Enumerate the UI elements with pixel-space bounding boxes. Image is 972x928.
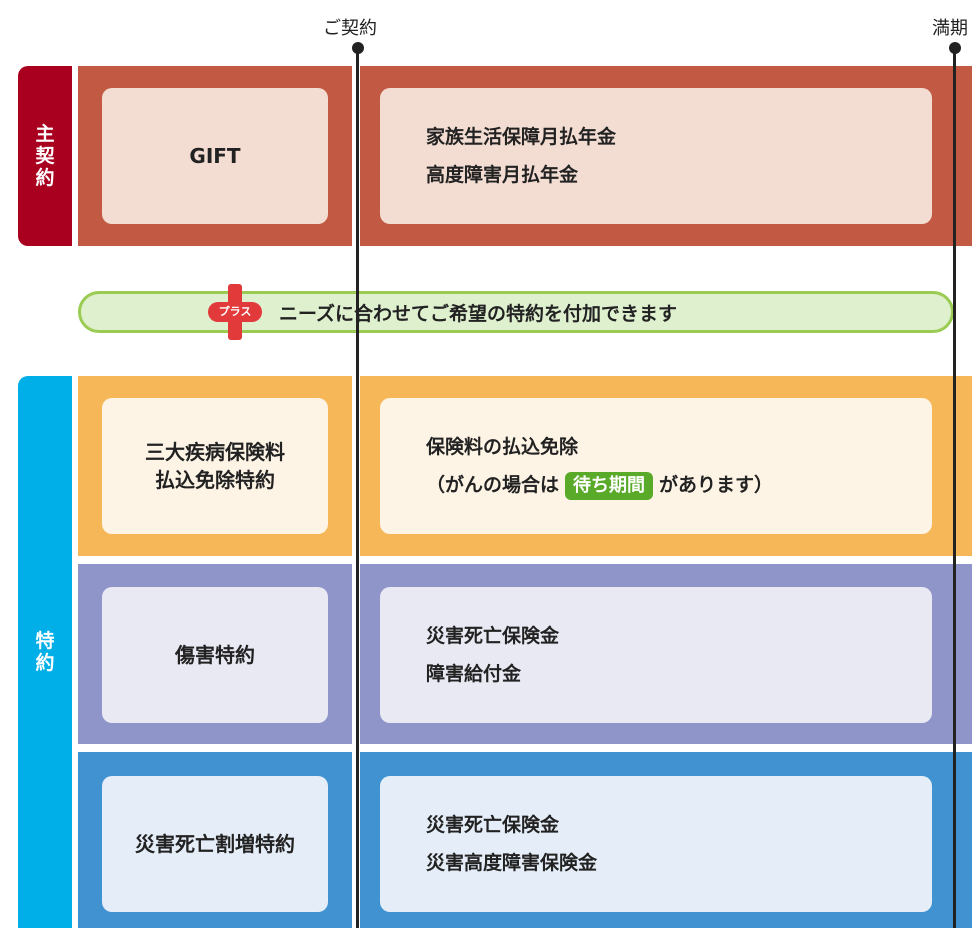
riders-tab-label: 特約 [35, 630, 55, 674]
rider-2-name: 傷害特約 [175, 643, 255, 667]
rider-1-benefit-2-post: があります） [659, 474, 774, 496]
maturity-line [953, 50, 956, 928]
rider-1-benefit-1: 保険料の払込免除 [426, 436, 579, 458]
rider-1-name-line-1: 三大疾病保険料 [145, 440, 285, 464]
rider-1-benefit-2-pre: （がんの場合は [426, 474, 560, 496]
rider-1-benefits-box: 保険料の払込免除 （がんの場合は待ち期間があります） [380, 398, 932, 534]
main-contract-name: GIFT [189, 144, 241, 168]
main-contract-benefits-box: 家族生活保障月払年金 高度障害月払年金 [380, 88, 932, 224]
rider-2-benefits-box: 災害死亡保険金 障害給付金 [380, 587, 932, 723]
contract-start-label: ご契約 [323, 18, 377, 39]
rider-1-benefit-2: （がんの場合は待ち期間があります） [426, 466, 773, 504]
rider-2-name-box: 傷害特約 [102, 587, 328, 723]
rider-2-benefit-1: 災害死亡保険金 [426, 625, 560, 647]
rider-2-benefit-2: 障害給付金 [426, 663, 522, 685]
rider-1-name-box: 三大疾病保険料 払込免除特約 [102, 398, 328, 534]
rider-3-benefit-2: 災害高度障害保険金 [426, 852, 598, 874]
waiting-period-badge: 待ち期間 [565, 472, 654, 500]
contract-start-marker [352, 42, 364, 54]
plus-banner-text: ニーズに合わせてご希望の特約を付加できます [279, 303, 678, 325]
rider-3-benefit-1: 災害死亡保険金 [426, 814, 560, 836]
main-contract-tab-label: 主契約 [35, 123, 55, 189]
main-contract-tab: 主契約 [18, 66, 72, 246]
contract-start-line [356, 50, 359, 928]
rider-3-name: 災害死亡割増特約 [135, 832, 295, 856]
rider-1-name-line-2: 払込免除特約 [155, 468, 275, 492]
rider-3-name-box: 災害死亡割増特約 [102, 776, 328, 912]
maturity-label: 満期 [932, 18, 968, 39]
rider-3-benefits-box: 災害死亡保険金 災害高度障害保険金 [380, 776, 932, 912]
main-benefit-1: 家族生活保障月払年金 [426, 126, 617, 148]
main-contract-name-box: GIFT [102, 88, 328, 224]
riders-tab: 特約 [18, 376, 72, 928]
main-benefit-2: 高度障害月払年金 [426, 164, 579, 186]
maturity-marker [949, 42, 961, 54]
plus-badge: プラス [208, 302, 262, 322]
